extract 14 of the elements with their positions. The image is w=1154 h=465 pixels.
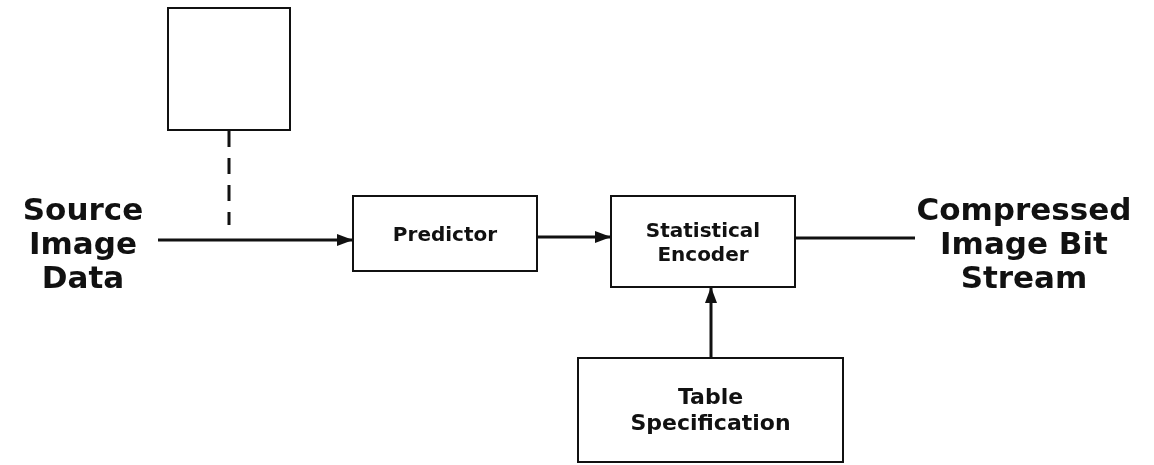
empty-box	[167, 7, 291, 131]
arrow	[538, 231, 611, 243]
input-label: Source Image Data	[8, 188, 158, 298]
process-box	[352, 195, 538, 272]
process-box	[610, 195, 796, 288]
connector-line	[796, 236, 915, 240]
box-label: Statistical Encoder	[644, 217, 762, 266]
process-box	[577, 357, 844, 463]
box-label: Table Specification	[629, 383, 792, 437]
arrow	[158, 234, 353, 246]
dashed-line	[227, 131, 231, 225]
box-label: Predictor	[392, 221, 498, 246]
arrow	[705, 287, 717, 357]
output-label: Compressed Image Bit Stream	[895, 188, 1153, 298]
